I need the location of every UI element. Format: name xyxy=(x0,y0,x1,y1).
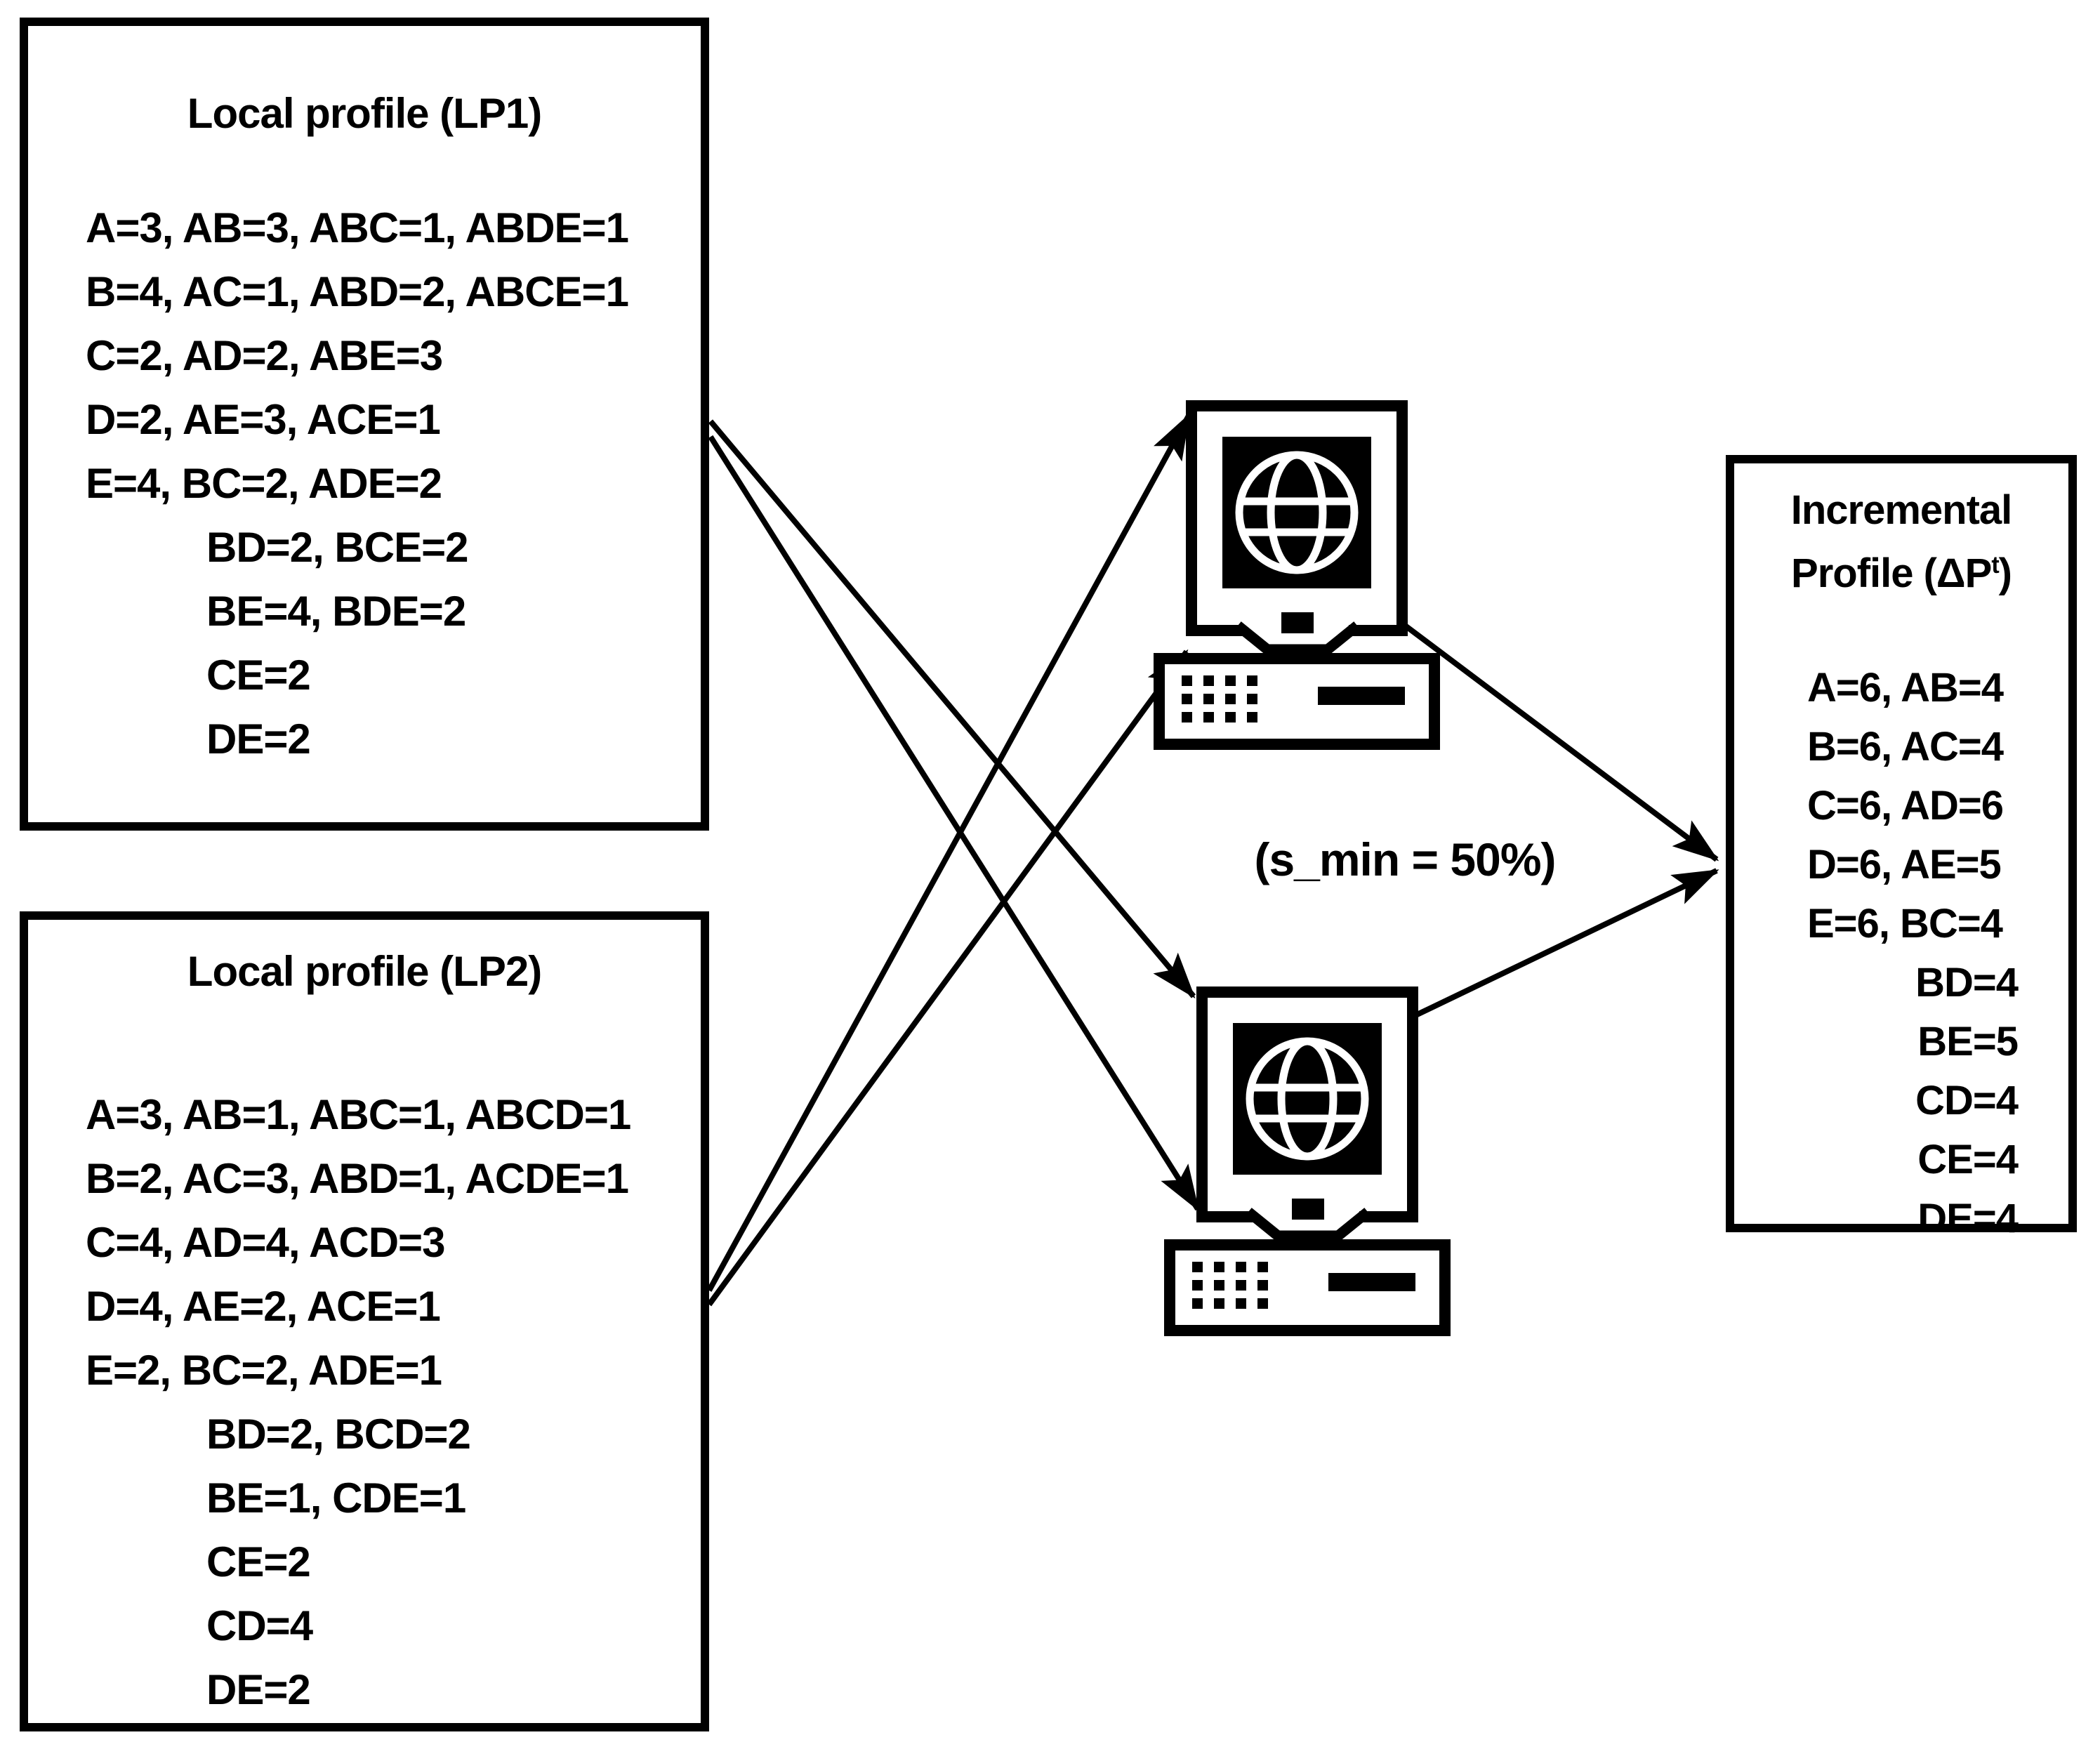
profile-row: E=6, BC=4 xyxy=(1807,901,2003,946)
profile-row: BE=1, CDE=1 xyxy=(206,1474,466,1522)
profile-row: D=4, AE=2, ACE=1 xyxy=(86,1283,441,1330)
profile-row: BE=5 xyxy=(1917,1019,2019,1064)
incremental-title-line1: Incremental xyxy=(1790,487,2013,533)
profile-row: E=2, BC=2, ADE=1 xyxy=(86,1347,442,1394)
profile-row: CE=2 xyxy=(206,652,311,699)
profile-row: C=4, AD=4, ACD=3 xyxy=(86,1219,445,1266)
superscript-t: t xyxy=(1991,552,1999,579)
computer-globe-icon xyxy=(1170,992,1445,1331)
profile-row: D=6, AE=5 xyxy=(1807,842,2002,888)
computer-globe-icon xyxy=(1159,406,1434,744)
profile-row: DE=2 xyxy=(206,1666,311,1713)
profile-row: BE=4, BDE=2 xyxy=(206,588,466,635)
profile-row: BD=2, BCE=2 xyxy=(206,524,469,571)
profile-row: B=2, AC=3, ABD=1, ACDE=1 xyxy=(86,1155,629,1202)
arrow-computer-top-to-incremental-box xyxy=(1402,622,1719,862)
profile-row: CE=4 xyxy=(1917,1137,2019,1182)
profile-row: C=6, AD=6 xyxy=(1807,783,2004,829)
profile-row: CD=4 xyxy=(206,1602,313,1649)
arrow-lp2-to-computer-top-base xyxy=(706,649,1189,1307)
profile-row: A=3, AB=1, ABC=1, ABCD=1 xyxy=(86,1091,631,1138)
local-profile-lp2-box: Local profile (LP2) A=3, AB=1, ABC=1, AB… xyxy=(20,911,709,1731)
profile-row: B=6, AC=4 xyxy=(1807,724,2004,770)
minimum-support-label: (s_min = 50%) xyxy=(1254,833,1556,885)
profile-row: CE=2 xyxy=(206,1538,311,1585)
arrow-lp1-to-computer-bottom-monitor xyxy=(708,419,1196,999)
profile-row: CD=4 xyxy=(1915,1078,2019,1123)
profile-row: C=2, AD=2, ABE=3 xyxy=(86,332,443,379)
profile-row: DE=2 xyxy=(206,715,311,763)
lp1-title: Local profile (LP1) xyxy=(187,90,542,137)
arrow-computer-bottom-to-incremental-box xyxy=(1411,868,1719,1020)
profile-row: A=6, AB=4 xyxy=(1807,665,2004,711)
profile-row: B=4, AC=1, ABD=2, ABCE=1 xyxy=(86,268,629,315)
profile-row: DE=4 xyxy=(1917,1196,2019,1241)
profile-row: D=2, AE=3, ACE=1 xyxy=(86,396,441,443)
incremental-title-line2: Profile (ΔPt) xyxy=(1791,550,2012,596)
profile-row: BD=2, BCD=2 xyxy=(206,1411,471,1458)
incremental-title: Incremental Profile (ΔPt) xyxy=(1734,483,2068,601)
profile-row: BD=4 xyxy=(1915,960,2019,1005)
arrow-lp1-to-computer-bottom-base xyxy=(708,435,1201,1212)
local-profile-lp1-box: Local profile (LP1) A=3, AB=3, ABC=1, AB… xyxy=(20,18,709,831)
lp2-title: Local profile (LP2) xyxy=(187,948,542,995)
profile-row: A=3, AB=3, ABC=1, ABDE=1 xyxy=(86,204,629,251)
arrow-lp2-to-computer-top-monitor xyxy=(706,413,1191,1292)
profile-row: E=4, BC=2, ADE=2 xyxy=(86,460,442,507)
